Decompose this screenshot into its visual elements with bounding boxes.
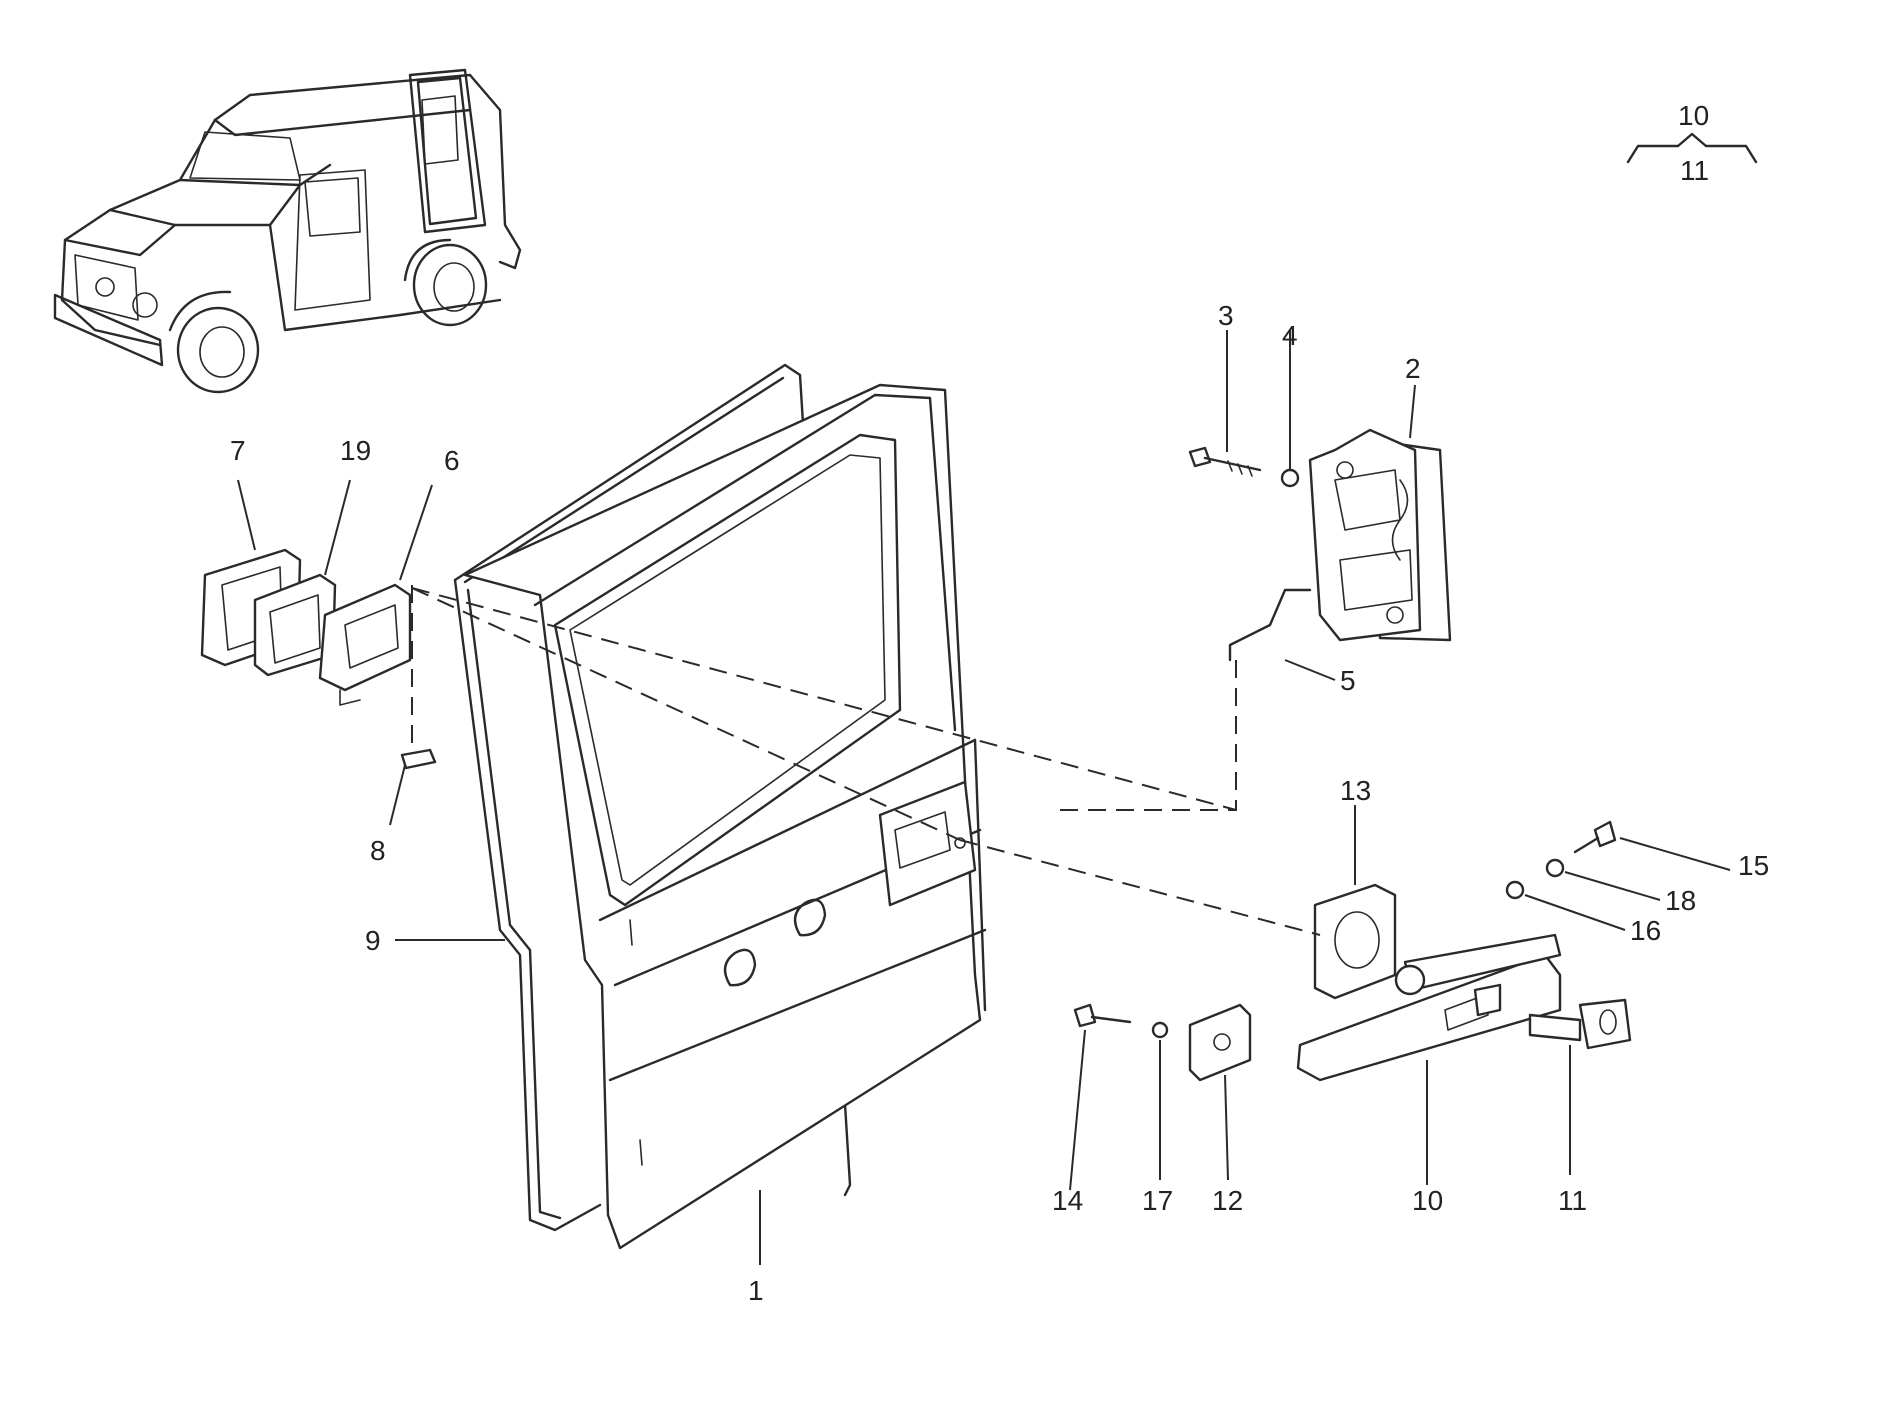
callout-11: 11 <box>1558 1185 1587 1216</box>
callout-14: 14 <box>1052 1185 1083 1216</box>
callout-19: 19 <box>340 435 371 466</box>
legend-bottom-label: 11 <box>1680 155 1709 186</box>
callout-17: 17 <box>1142 1185 1173 1216</box>
lock-rod-part-5 <box>1055 588 1312 811</box>
screw-part-3 <box>1188 446 1262 477</box>
callout-1: 1 <box>748 1275 764 1306</box>
callout-6: 6 <box>444 445 460 476</box>
pad-part-12 <box>1188 1003 1252 1082</box>
callout-7: 7 <box>230 435 246 466</box>
callout-16: 16 <box>1630 915 1661 946</box>
callout-2: 2 <box>1405 353 1421 384</box>
callout-13: 13 <box>1340 775 1371 806</box>
washer-part-4 <box>1280 468 1300 488</box>
callout-4: 4 <box>1282 320 1298 351</box>
clip-part-8 <box>400 748 437 770</box>
screw-part-14 <box>1073 1003 1132 1028</box>
door-lock-part-2 <box>1308 428 1452 642</box>
callout-12: 12 <box>1212 1185 1243 1216</box>
legend-top-label: 10 <box>1678 100 1709 131</box>
vehicle-overview-illustration <box>53 68 522 394</box>
screw-part-15 <box>1573 820 1617 854</box>
legend-bracket: 10 11 <box>1626 100 1758 186</box>
washer-part-18 <box>1545 858 1565 878</box>
callout-18: 18 <box>1665 885 1696 916</box>
callout-9: 9 <box>365 925 381 956</box>
outer-gasket-part-13 <box>1313 883 1397 1000</box>
key-part-11 <box>1528 998 1632 1050</box>
callout-10: 10 <box>1412 1185 1443 1216</box>
leader-lines <box>237 330 1731 1265</box>
washer-part-17 <box>1151 1021 1169 1039</box>
callout-8: 8 <box>370 835 386 866</box>
washer-part-16 <box>1505 880 1525 900</box>
door-seal-part-9 <box>453 363 852 1232</box>
callout-5: 5 <box>1340 665 1356 696</box>
callout-15: 15 <box>1738 850 1769 881</box>
door-panel-part-1 <box>463 383 987 1250</box>
outer-handle-part-10 <box>1296 933 1562 1082</box>
callout-3: 3 <box>1218 300 1234 331</box>
inner-handle-part-6 <box>318 583 412 706</box>
